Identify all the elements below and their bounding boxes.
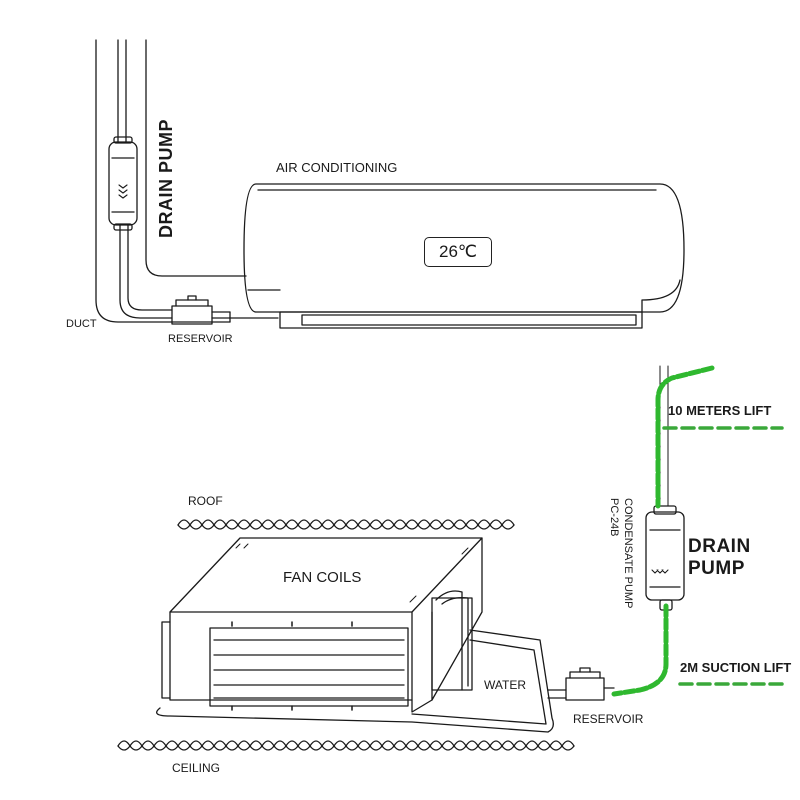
drain-pump-tubing [117, 39, 173, 319]
model-label: PC-24B [608, 498, 620, 537]
roof-scallops [177, 519, 515, 530]
duct-label: DUCT [66, 318, 97, 330]
top-drain-pump-label: DRAIN PUMP [156, 118, 176, 238]
top-reservoir-label: RESERVOIR [168, 333, 233, 345]
ceiling-scallops [117, 740, 575, 751]
green-lift-tube [655, 365, 715, 509]
top-reservoir [171, 295, 279, 325]
roof-label: ROOF [188, 494, 223, 508]
pump-label: PUMP [688, 558, 745, 579]
air-conditioning-label: AIR CONDITIONING [276, 160, 398, 175]
lift-label: 10 METERS LIFT [668, 403, 772, 418]
fan-coils-label: FAN COILS [283, 569, 362, 586]
water-label: WATER [484, 678, 526, 692]
temperature-display: 26℃ [424, 237, 492, 267]
fan-coil-unit [156, 537, 567, 733]
drain-label: DRAIN [688, 536, 751, 557]
suction-lift-label: 2M SUCTION LIFT [680, 660, 792, 675]
duct [95, 39, 247, 323]
top-drain-pump-unit [108, 136, 138, 231]
green-suction-tube [611, 603, 669, 697]
bottom-reservoir [565, 667, 615, 701]
condensate-pump-label: CONDENSATE PUMP [622, 498, 634, 609]
air-conditioner-unit [243, 183, 685, 329]
bottom-reservoir-label: RESERVOIR [573, 712, 644, 726]
ceiling-label: CEILING [172, 761, 221, 775]
